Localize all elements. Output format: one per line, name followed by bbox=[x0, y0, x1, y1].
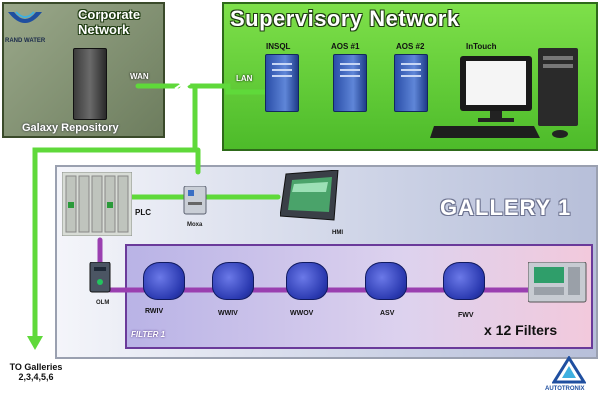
supervisory-title: Supervisory Network bbox=[230, 6, 460, 31]
corporate-title: Corporate Network bbox=[78, 7, 140, 37]
asv-label: ASV bbox=[380, 310, 395, 317]
aos2-label: AOS #2 bbox=[396, 42, 425, 51]
moxa-label: Moxa bbox=[187, 222, 203, 228]
wwov-label: WWOV bbox=[290, 310, 314, 317]
lan-line bbox=[187, 83, 265, 95]
aos2-server-icon bbox=[394, 54, 428, 112]
wwov-valve-icon bbox=[286, 262, 328, 300]
filter-controller-icon bbox=[528, 262, 587, 303]
intouch-workstation-icon bbox=[430, 48, 578, 138]
plc-label: PLC bbox=[135, 208, 151, 217]
to-galleries-arrowhead bbox=[27, 336, 43, 350]
rwiv-label: RWIV bbox=[145, 308, 164, 315]
asv-valve-icon bbox=[365, 262, 407, 300]
fwv-label: FWV bbox=[458, 312, 474, 319]
autotronix-logo-text: AUTOTRONIX bbox=[545, 386, 585, 392]
filters-count-label: x 12 Filters bbox=[484, 322, 558, 338]
insql-label: INSQL bbox=[266, 42, 291, 51]
rand-water-logo-text: RAND WATER bbox=[5, 38, 46, 44]
to-galleries-line2: 2,3,4,5,6 bbox=[18, 372, 54, 382]
rwiv-valve-icon bbox=[143, 262, 185, 300]
moxa-device-icon bbox=[183, 186, 207, 215]
olm-device-icon bbox=[89, 262, 111, 293]
wan-break-icon bbox=[174, 77, 191, 95]
filter-title: FILTER 1 bbox=[131, 330, 166, 339]
galaxy-repository-label: Galaxy Repository bbox=[22, 122, 119, 134]
corporate-title-line2: Network bbox=[78, 22, 130, 37]
filter-panel bbox=[125, 244, 593, 349]
corporate-title-line1: Corporate bbox=[78, 7, 141, 22]
plc-rack-icon bbox=[62, 172, 132, 236]
lan-label: LAN bbox=[236, 74, 253, 83]
to-galleries-label: TO Galleries 2,3,4,5,6 bbox=[4, 362, 68, 382]
aos1-label: AOS #1 bbox=[331, 42, 360, 51]
hmi-label: HMI bbox=[332, 230, 343, 236]
corporate-feed-line bbox=[32, 83, 198, 343]
gallery-title: GALLERY 1 bbox=[440, 195, 572, 220]
hmi-panel-icon bbox=[280, 170, 339, 221]
wan-label: WAN bbox=[130, 72, 149, 81]
insql-server-icon bbox=[265, 54, 299, 112]
fwv-valve-icon bbox=[443, 262, 485, 300]
olm-label: OLM bbox=[96, 300, 110, 306]
aos1-server-icon bbox=[333, 54, 367, 112]
wwiv-valve-icon bbox=[212, 262, 254, 300]
wwiv-label: WWIV bbox=[218, 310, 238, 317]
autotronix-logo-icon bbox=[552, 356, 586, 384]
rand-water-logo-icon bbox=[8, 11, 42, 23]
galaxy-repository-server-icon bbox=[73, 48, 107, 120]
to-galleries-line1: TO Galleries bbox=[9, 362, 63, 372]
intouch-label: InTouch bbox=[466, 42, 497, 51]
